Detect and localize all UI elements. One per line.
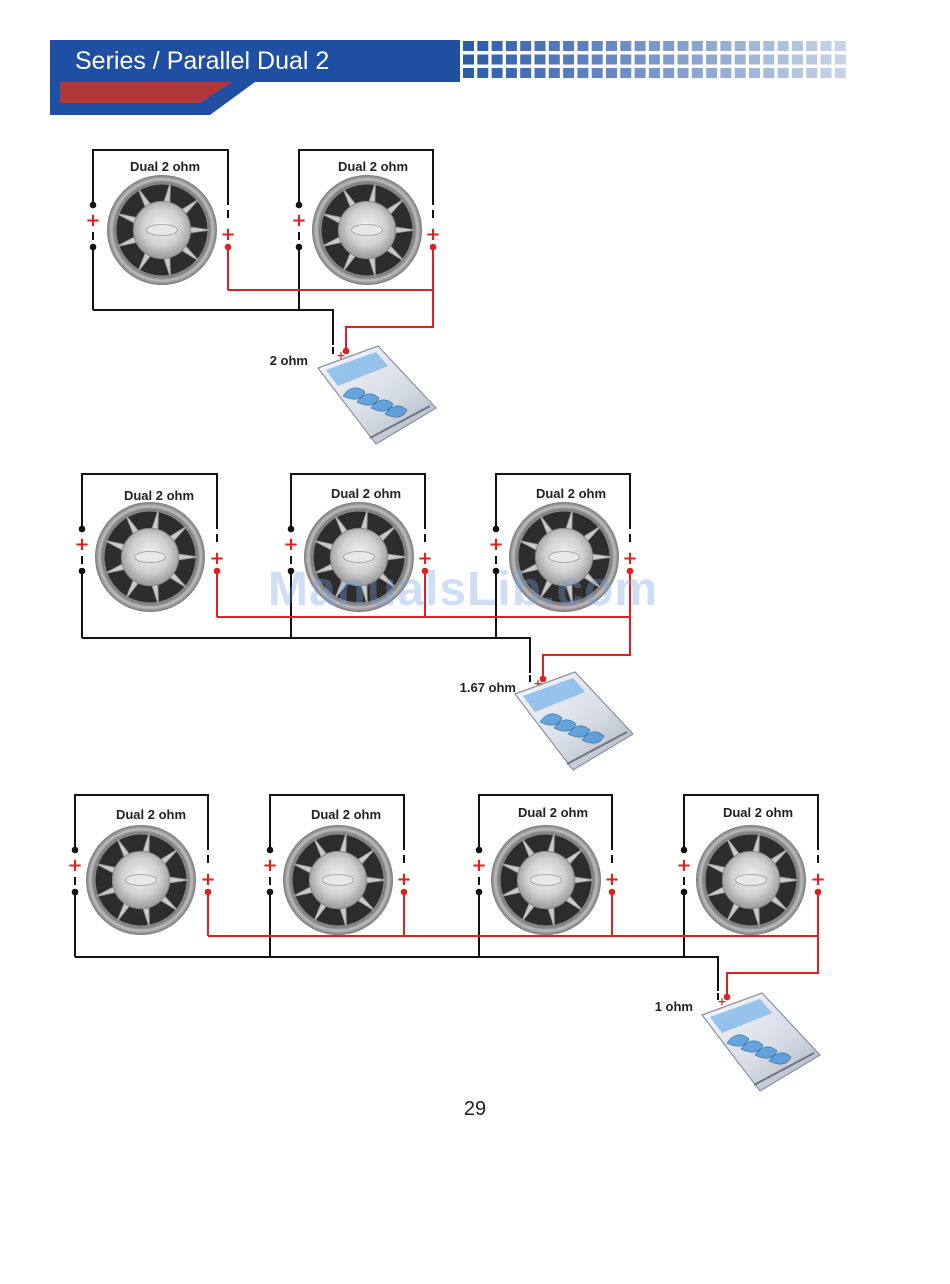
positive-terminal-label: + [471,855,486,876]
positive-terminal-label: + [85,210,100,231]
terminal-dot [267,847,274,854]
speaker-label: Dual 2 ohm [536,486,606,501]
subwoofer-image [107,175,217,285]
positive-terminal-label: + [396,869,411,890]
watermark-text: ManualsLib.com [268,562,698,617]
speaker-label: Dual 2 ohm [124,488,194,503]
positive-amp-wire [346,290,433,349]
positive-terminal-label: + [220,224,235,245]
speaker-label: Dual 2 ohm [116,807,186,822]
positive-terminal-label: + [425,224,440,245]
positive-terminal-label: + [810,869,825,890]
terminal-dot [90,202,97,209]
speaker-label: Dual 2 ohm [518,805,588,820]
subwoofer-image [86,825,196,935]
speaker-label: Dual 2 ohm [338,159,408,174]
speaker-label: Dual 2 ohm [130,159,200,174]
positive-terminal-label: + [291,210,306,231]
positive-terminal-label: + [200,869,215,890]
subwoofer-image [312,175,422,285]
terminal-dot [79,526,86,533]
terminal-dot [476,847,483,854]
terminal-dot [681,847,688,854]
positive-terminal-label: + [676,855,691,876]
positive-terminal-label: + [67,855,82,876]
terminal-dot [540,676,547,683]
amplifier-load-label: 2 ohm [270,353,308,368]
positive-terminal-label: + [604,869,619,890]
subwoofer-image [696,825,806,935]
terminal-dot [72,847,79,854]
amplifier-load-label: 1.67 ohm [460,680,516,695]
speaker-label: Dual 2 ohm [331,486,401,501]
subwoofer-image [95,502,205,612]
subwoofer-image [491,825,601,935]
terminal-dot [724,994,731,1001]
positive-amp-wire [543,617,630,677]
terminal-dot [493,526,500,533]
terminal-dot [288,526,295,533]
positive-terminal-label: + [283,534,298,555]
positive-terminal-label: + [262,855,277,876]
positive-terminal-label: + [74,534,89,555]
amplifier-load-label: 1 ohm [655,999,693,1014]
negative-amp-wire [75,957,718,991]
positive-terminal-label: + [209,548,224,569]
terminal-dot [343,348,350,355]
page-number: 29 [0,1098,950,1121]
negative-amp-wire [93,310,333,345]
subwoofer-image [283,825,393,935]
negative-amp-wire [82,638,530,673]
speaker-label: Dual 2 ohm [723,805,793,820]
positive-amp-wire [727,936,818,995]
terminal-dot [296,202,303,209]
positive-terminal-label: + [488,534,503,555]
speaker-label: Dual 2 ohm [311,807,381,822]
